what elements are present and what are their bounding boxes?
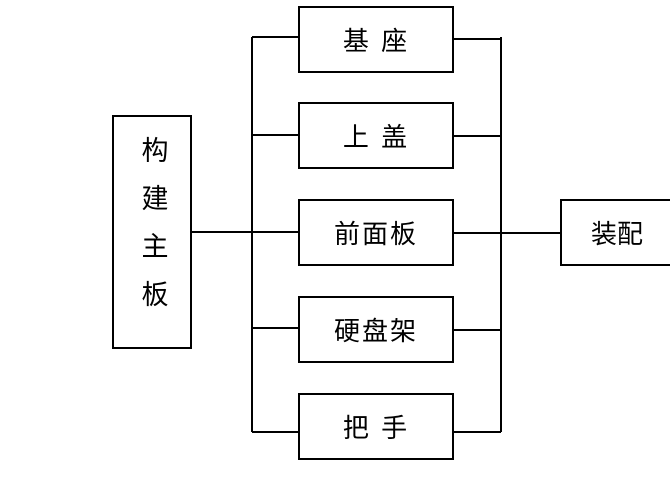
assembly-label: 装配: [590, 220, 643, 250]
main-board-label: 构建主板: [136, 136, 168, 328]
part-box-base: 基 座: [298, 6, 454, 73]
part-box-cover: 上 盖: [298, 102, 454, 169]
part-label-hdd-rack: 硬盘架: [333, 317, 418, 347]
main-board-box: 构建主板: [112, 115, 192, 349]
assembly-box: 装配: [560, 199, 670, 266]
part-box-front-panel: 前面板: [298, 199, 454, 266]
part-label-base: 基 座: [342, 27, 410, 57]
part-label-front-panel: 前面板: [333, 220, 418, 250]
part-label-cover: 上 盖: [342, 123, 410, 153]
part-label-handle: 把 手: [342, 414, 410, 444]
part-box-handle: 把 手: [298, 393, 454, 460]
part-box-hdd-rack: 硬盘架: [298, 296, 454, 363]
